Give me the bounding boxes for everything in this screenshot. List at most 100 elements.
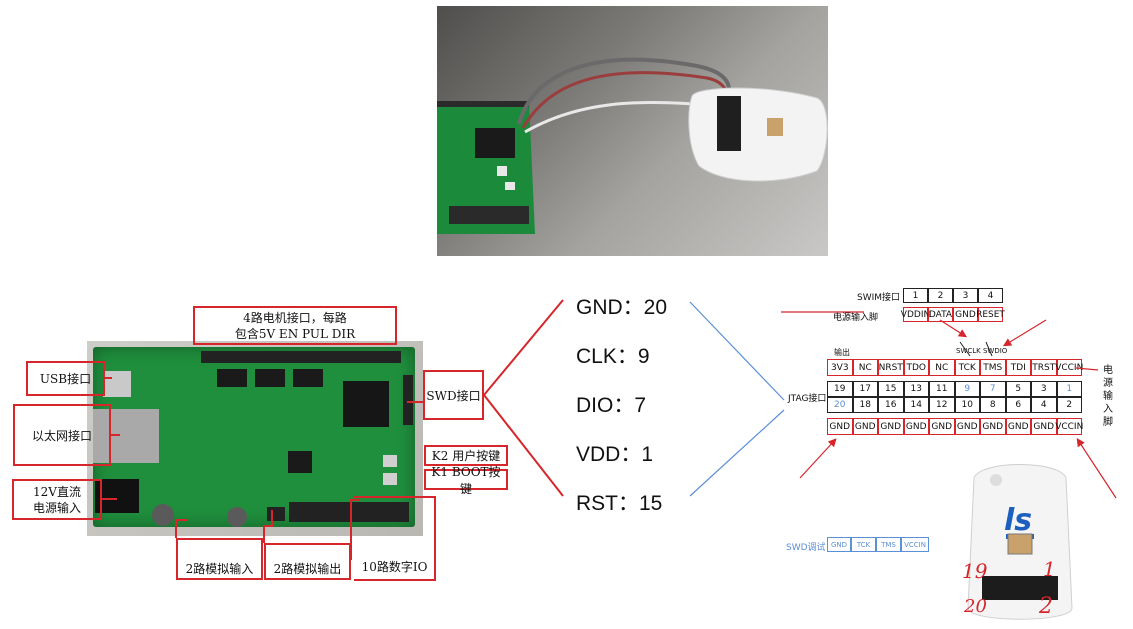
analog-input-callout: 2路模拟输入 — [176, 538, 263, 580]
pin-name: VDD — [576, 443, 621, 466]
pin-name: GND — [576, 296, 623, 319]
jtag-pin-cell: 17 — [852, 381, 878, 397]
swim-pin-cell: 1 — [903, 288, 928, 303]
jtag-signal-cell: TDI — [1005, 359, 1031, 376]
pin-name: DIO — [576, 394, 614, 417]
photo-illustration — [437, 57, 828, 234]
pin-sep: ： — [618, 492, 639, 515]
jtag-signal-cell: TDO — [903, 359, 929, 376]
jtag-pin-cell: 18 — [852, 397, 878, 413]
jtag-pin-cell: 1 — [1056, 381, 1082, 397]
swd-debug-cell: TMS — [876, 537, 901, 552]
jtag-pin-cell: 5 — [1005, 381, 1031, 397]
jtag-signal-cell: GND — [852, 418, 878, 435]
swd-debug-label: SWD调试 — [786, 543, 826, 553]
analog-output-callout: 2路模拟输出 — [264, 543, 351, 580]
digital-io-callout: 10路数字IO — [361, 560, 428, 574]
pin-map-row: CLK：9 — [576, 340, 650, 370]
power-pin-char: 源 — [1103, 378, 1113, 389]
power-pin-vertical-label: 电 源 输 入 脚 — [1102, 364, 1114, 429]
stlink-dongle-illustration: ls — [967, 464, 1073, 620]
pin-name: RST — [576, 492, 618, 515]
jtag-pin-cell: 15 — [878, 381, 904, 397]
power-input-callout: 12V直流 电源输入 — [12, 479, 102, 520]
k2-button-callout: K2 用户按键 — [424, 445, 508, 466]
pin-name: CLK — [576, 345, 617, 368]
jtag-pin-cell: 20 — [827, 397, 853, 413]
swim-label: SWIM接口 — [857, 293, 901, 303]
jtag-signal-cell: VCCIN — [1055, 359, 1083, 376]
swim-pin-cell: 2 — [928, 288, 953, 303]
jtag-pin-cell: 3 — [1031, 381, 1057, 397]
swim-signal-cell: DATA — [928, 307, 953, 322]
jtag-signal-cell: GND — [954, 418, 980, 435]
pin-sep: ： — [622, 296, 644, 319]
swclk-swdio-label: SWCLK SWDIO — [956, 347, 1008, 355]
jtag-signal-cell: TMS — [980, 359, 1006, 376]
swd-debug-cell: GND — [827, 537, 851, 552]
jtag-pin-cell: 10 — [954, 397, 980, 413]
jtag-signal-cell: NRST — [878, 359, 904, 376]
jtag-pin-cell: 9 — [954, 381, 980, 397]
power-pin-char: 脚 — [1103, 417, 1113, 428]
jtag-pin-cell: 19 — [827, 381, 853, 397]
jtag-signal-cell: GND — [827, 418, 853, 435]
jtag-label: JTAG接口 — [788, 394, 827, 404]
pin-value: 7 — [634, 394, 647, 417]
jtag-pin-cell: 16 — [878, 397, 904, 413]
handwritten-19: 19 — [962, 559, 988, 583]
jtag-signal-cell: GND — [1005, 418, 1031, 435]
power-pin-char: 电 — [1103, 365, 1113, 376]
jtag-signal-cell: 3V3 — [827, 359, 853, 376]
jtag-pin-cell: 13 — [903, 381, 929, 397]
jtag-pin-cell: 14 — [903, 397, 929, 413]
pin-map-row: GND：20 — [576, 291, 667, 321]
svg-text:ls: ls — [1004, 503, 1032, 538]
jtag-signal-cell: TRST — [1031, 359, 1057, 376]
pin-map-row: DIO：7 — [576, 389, 646, 419]
output-label: 输出 — [834, 348, 850, 357]
jtag-signal-cell: TCK — [954, 359, 980, 376]
swim-pin-cell: 4 — [978, 288, 1003, 303]
pcb-components — [93, 351, 413, 527]
pin-sep: ： — [620, 443, 642, 466]
jtag-signal-cell: GND — [878, 418, 904, 435]
power-pin-char: 输 — [1103, 391, 1113, 402]
jtag-pin-cell: 4 — [1031, 397, 1057, 413]
swd-callout: SWD接口 — [423, 370, 484, 420]
pin-map-row: RST：15 — [576, 487, 662, 517]
usb-callout: USB接口 — [26, 361, 105, 396]
pin-value: 15 — [639, 492, 663, 515]
pin-value: 20 — [643, 296, 668, 319]
swim-pin-cell: 3 — [953, 288, 978, 303]
jtag-pin-cell: 7 — [980, 381, 1006, 397]
jtag-pin-cell: 11 — [929, 381, 955, 397]
power-pin-char: 入 — [1103, 404, 1113, 415]
swim-signal-cell: RESET — [976, 307, 1005, 322]
jtag-signal-cell: GND — [929, 418, 955, 435]
pin-sep: ： — [613, 394, 635, 417]
stlink-connection-photo — [437, 6, 828, 256]
swd-debug-cell: TCK — [851, 537, 876, 552]
pinout-arrows — [781, 311, 1117, 499]
jtag-signal-cell: GND — [980, 418, 1006, 435]
pin-map-row: VDD：1 — [576, 438, 653, 468]
jtag-signal-cell: NC — [929, 359, 955, 376]
motor-interface-callout: 4路电机接口，每路 包含5V EN PUL DIR — [193, 306, 397, 345]
pin-value: 9 — [637, 345, 650, 368]
jtag-signal-cell: GND — [1031, 418, 1057, 435]
swim-signal-cell: GND — [953, 307, 978, 322]
ethernet-callout: 以太网接口 — [13, 404, 111, 466]
handwritten-2: 2 — [1039, 594, 1053, 619]
jtag-signal-cell: GND — [903, 418, 929, 435]
jtag-pin-cell: 2 — [1056, 397, 1082, 413]
jtag-signal-cell: VCCIN — [1055, 418, 1083, 435]
jtag-pin-cell: 8 — [980, 397, 1006, 413]
handwritten-1: 1 — [1043, 557, 1056, 581]
power-in-label: 电源输入脚 — [833, 313, 879, 323]
swim-signal-cell: VDDIN — [901, 307, 930, 322]
swd-debug-cell: VCCIN — [901, 537, 929, 552]
pin-sep: ： — [616, 345, 638, 368]
jtag-pin-cell: 6 — [1005, 397, 1031, 413]
